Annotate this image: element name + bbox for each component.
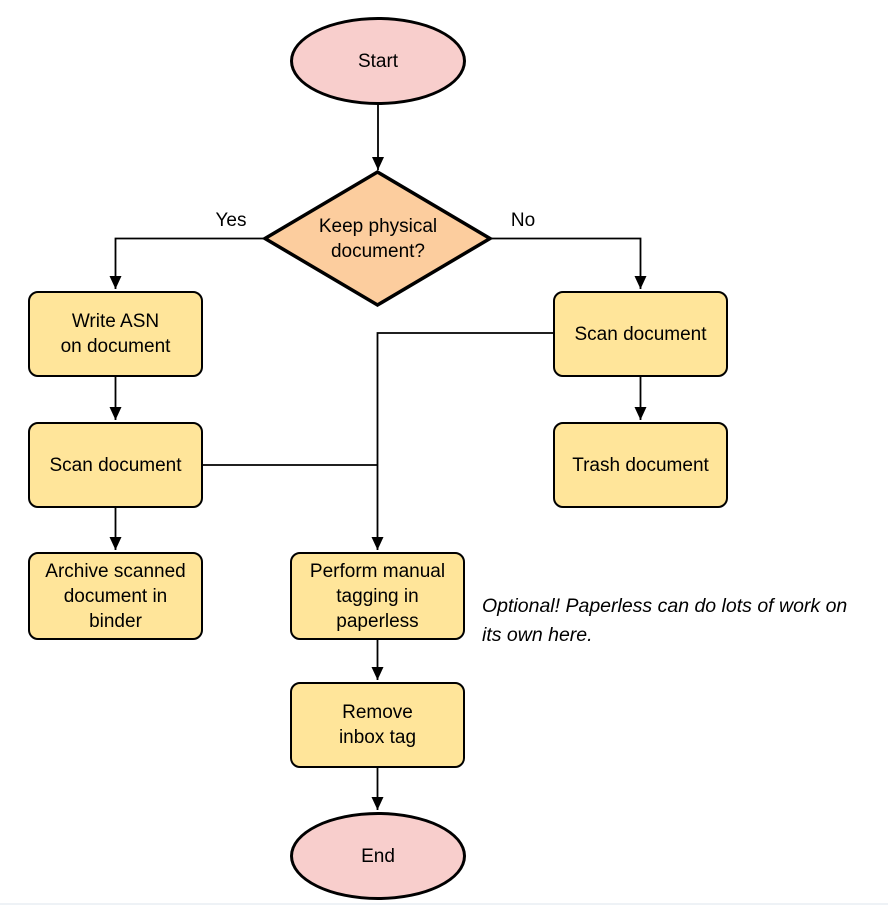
- no-edge-label: No: [510, 210, 536, 231]
- edge-decision-yes-to-write-asn: [109, 237, 265, 289]
- edge-scan-right-to-tagging: [371, 332, 553, 550]
- optional-note: Optional! Paperless can do lots of work …: [482, 595, 848, 646]
- archive-document-node: Archive scanned document in binder: [28, 552, 203, 640]
- decision-node-shape: [261, 169, 494, 308]
- start-node: Start: [290, 17, 466, 105]
- write-asn-node: Write ASN on document: [28, 291, 203, 377]
- page-bottom-edge: [0, 903, 888, 905]
- scan-document-left-node: Scan document: [28, 422, 203, 508]
- manual-tagging-node: Perform manual tagging in paperless: [290, 552, 465, 640]
- edge-decision-no-to-scan-right: [490, 237, 647, 289]
- decision-node-label: Keep physical document?: [318, 216, 438, 262]
- scan-document-right-node: Scan document: [553, 291, 728, 377]
- trash-document-node: Trash document: [553, 422, 728, 508]
- yes-edge-label: Yes: [215, 210, 247, 231]
- end-node: End: [290, 812, 466, 900]
- remove-inbox-tag-node: Remove inbox tag: [290, 682, 465, 768]
